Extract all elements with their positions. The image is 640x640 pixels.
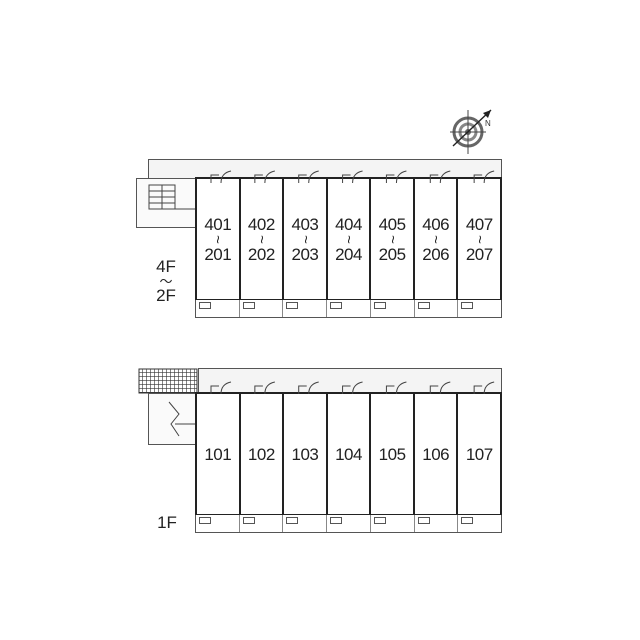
unit-number-top: 401: [204, 214, 232, 234]
unit-number-top: 402: [247, 214, 275, 234]
unit-number-bottom: 202: [247, 244, 275, 264]
unit-number: 105: [378, 444, 406, 464]
upper-balcony-strip: [195, 300, 502, 318]
balcony-cell: [327, 300, 371, 317]
unit-106: 106: [415, 394, 459, 514]
ground-stair-hatch: [138, 368, 198, 394]
floor-label-bottom: 2F: [156, 286, 176, 305]
balcony-cell: [371, 300, 415, 317]
meter-icon: [330, 302, 343, 309]
unit-number: 102: [247, 444, 275, 464]
meter-icon: [199, 517, 211, 524]
unit-number: 103: [291, 444, 319, 464]
unit-103: 103: [284, 394, 328, 514]
floor-label-top: 4F: [156, 257, 176, 276]
meter-icon: [461, 302, 474, 309]
unit-402-202: 402 ~ 202: [241, 179, 285, 299]
range-tilde: ~: [209, 234, 227, 244]
meter-icon: [286, 302, 299, 309]
upper-stairwell: [136, 178, 198, 228]
unit-number-bottom: 205: [378, 244, 406, 264]
unit-401-201: 401 ~ 201: [197, 179, 241, 299]
unit-404-204: 404 ~ 204: [328, 179, 372, 299]
unit-101: 101: [197, 394, 241, 514]
meter-icon: [199, 302, 211, 309]
meter-icon: [242, 517, 255, 524]
meter-icon: [242, 302, 255, 309]
balcony-cell: [240, 515, 284, 532]
balcony-cell: [415, 300, 459, 317]
upper-floor-label: 4F 〜 2F: [148, 258, 184, 305]
balcony-cell: [283, 300, 328, 317]
range-tilde: ~: [383, 234, 401, 244]
unit-407-207: 407 ~ 207: [458, 179, 500, 299]
unit-number-top: 407: [465, 214, 493, 234]
unit-number: 106: [422, 444, 450, 464]
balcony-cell: [415, 515, 459, 532]
unit-403-203: 403 ~ 203: [284, 179, 328, 299]
unit-number: 104: [335, 444, 362, 464]
upper-corridor: [148, 159, 502, 179]
balcony-cell: [458, 515, 501, 532]
unit-107: 107: [458, 394, 500, 514]
unit-number-top: 405: [378, 214, 406, 234]
meter-icon: [373, 302, 386, 309]
stairs-icon: [148, 184, 195, 210]
floor-label-tilde: 〜: [159, 274, 173, 289]
range-tilde: ~: [252, 234, 270, 244]
range-tilde: ~: [427, 234, 445, 244]
unit-405-205: 405 ~ 205: [371, 179, 415, 299]
ground-balcony-strip: [195, 515, 502, 533]
unit-number: 107: [465, 444, 493, 464]
meter-icon: [373, 517, 386, 524]
balcony-cell: [327, 515, 371, 532]
meter-icon: [461, 517, 474, 524]
meter-icon: [417, 302, 430, 309]
unit-number-bottom: 204: [335, 244, 362, 264]
balcony-cell: [196, 300, 240, 317]
unit-number-bottom: 206: [422, 244, 450, 264]
ground-corridor: [198, 368, 502, 394]
meter-icon: [286, 517, 299, 524]
ground-units-row: 101 102 103 104 105 106 107: [195, 392, 502, 516]
ground-floor-label: 1F: [157, 513, 177, 532]
range-tilde: ~: [340, 234, 358, 244]
unit-406-206: 406 ~ 206: [415, 179, 459, 299]
balcony-cell: [196, 515, 240, 532]
range-tilde: ~: [296, 234, 314, 244]
balcony-cell: [371, 515, 415, 532]
balcony-cell: [458, 300, 501, 317]
unit-105: 105: [371, 394, 415, 514]
compass-icon: N: [450, 109, 492, 154]
ground-stairwell: [148, 393, 198, 445]
unit-number-top: 404: [335, 214, 362, 234]
svg-text:N: N: [485, 119, 491, 128]
meter-icon: [330, 517, 343, 524]
unit-number: 101: [204, 444, 232, 464]
balcony-cell: [240, 300, 284, 317]
unit-number-top: 406: [422, 214, 450, 234]
unit-102: 102: [241, 394, 285, 514]
meter-icon: [417, 517, 430, 524]
unit-number-bottom: 201: [204, 244, 232, 264]
unit-number-bottom: 207: [465, 244, 493, 264]
upper-units-row: 401 ~ 201 402 ~ 202 403 ~ 203 404 ~ 204 …: [195, 177, 502, 301]
unit-number-top: 403: [291, 214, 319, 234]
range-tilde: ~: [470, 234, 488, 244]
unit-104: 104: [328, 394, 372, 514]
stairs-icon: [168, 401, 197, 437]
unit-number-bottom: 203: [291, 244, 319, 264]
balcony-cell: [283, 515, 328, 532]
